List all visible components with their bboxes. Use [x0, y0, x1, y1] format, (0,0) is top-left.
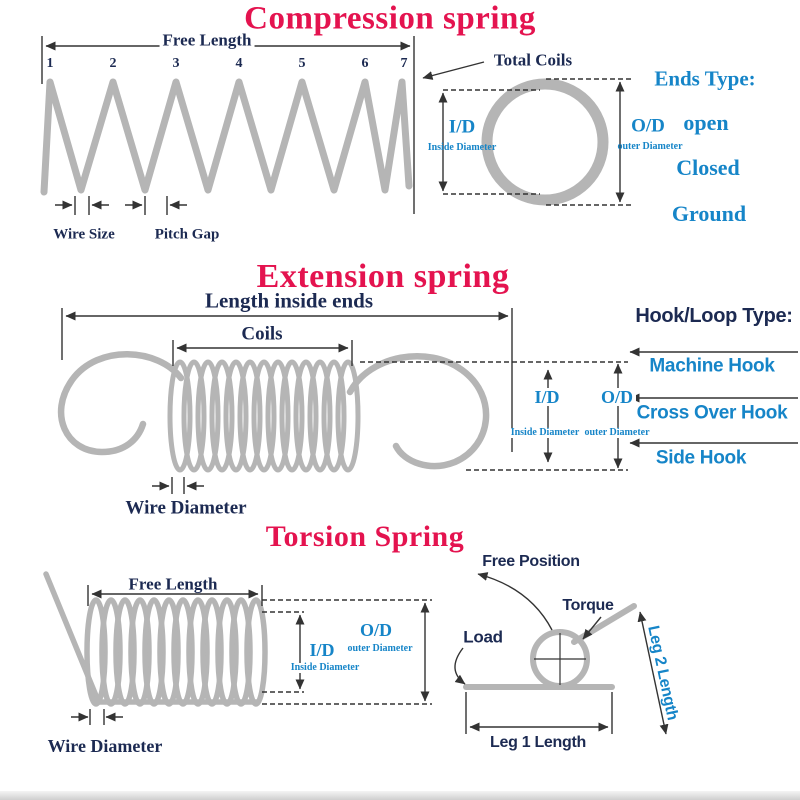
compression-id-sub-label: Inside Diameter [427, 142, 497, 153]
compression-spring-drawing [40, 78, 609, 206]
length-inside-ends-label: Length inside ends [204, 288, 374, 313]
extension-coil-body [167, 359, 361, 473]
total-coils-label: Total Coils [493, 50, 573, 70]
coil-number-5: 5 [298, 56, 306, 71]
compression-coil-profile [40, 78, 413, 196]
torsion-id-sub-label: Inside Diameter [287, 663, 363, 673]
torsion-id-label: I/D [306, 641, 338, 659]
extension-left-hook [57, 351, 185, 456]
coil-number-3: 3 [172, 56, 180, 71]
bottom-gradient-strip [0, 791, 800, 800]
hook-type-machine: Machine Hook [649, 355, 775, 377]
ends-type-ground: Ground [671, 201, 747, 226]
extension-id-sub-label: Inside Diameter [507, 428, 583, 438]
torsion-coil-body [84, 597, 268, 707]
hook-type-side: Side Hook [655, 447, 747, 469]
extension-dimension-lines [61, 308, 798, 494]
extension-wire-diameter-label: Wire Diameter [125, 497, 247, 519]
hook-type-cross-over: Cross Over Hook [636, 402, 788, 424]
extension-title: Extension spring [256, 258, 510, 295]
hook-loop-type-title: Hook/Loop Type: [635, 305, 793, 327]
torsion-dimension-lines [71, 572, 669, 735]
extension-od-sub-label: outer Diameter [581, 428, 653, 438]
coil-number-1: 1 [46, 56, 54, 71]
torsion-spring-drawing [43, 571, 637, 707]
extension-coils-label: Coils [241, 323, 283, 345]
leg-1-length-label: Leg 1 Length [490, 734, 586, 751]
compression-end-view-ring [481, 78, 609, 206]
coil-number-2: 2 [109, 56, 117, 71]
torsion-wire-diameter-label: Wire Diameter [47, 736, 163, 756]
ends-type-open: open [683, 110, 729, 135]
torsion-title: Torsion Spring [265, 520, 465, 553]
extension-id-label: I/D [531, 388, 563, 406]
compression-id-label: I/D [448, 116, 476, 138]
load-label: Load [463, 627, 503, 647]
coil-number-4: 4 [235, 56, 243, 71]
free-position-label: Free Position [482, 553, 580, 570]
extension-od-label: O/D [597, 388, 637, 406]
compression-od-label: O/D [631, 115, 665, 137]
extension-spring-drawing [57, 351, 490, 473]
wire-size-label: Wire Size [53, 226, 115, 243]
torsion-od-label: O/D [356, 621, 396, 639]
pitch-gap-label: Pitch Gap [154, 226, 220, 243]
compression-title: Compression spring [244, 0, 536, 37]
compression-od-sub-label: outer Diameter [617, 141, 683, 152]
compression-free-length-label: Free Length [159, 31, 255, 49]
extension-right-hook [346, 353, 490, 470]
torsion-od-sub-label: outer Diameter [344, 644, 416, 654]
torque-label: Torque [562, 597, 614, 614]
coil-number-6: 6 [361, 56, 369, 71]
ends-type-title: Ends Type: [654, 66, 756, 91]
ends-type-closed: Closed [676, 155, 740, 180]
torsion-free-length-label: Free Length [125, 575, 221, 593]
coil-number-7: 7 [400, 56, 408, 71]
